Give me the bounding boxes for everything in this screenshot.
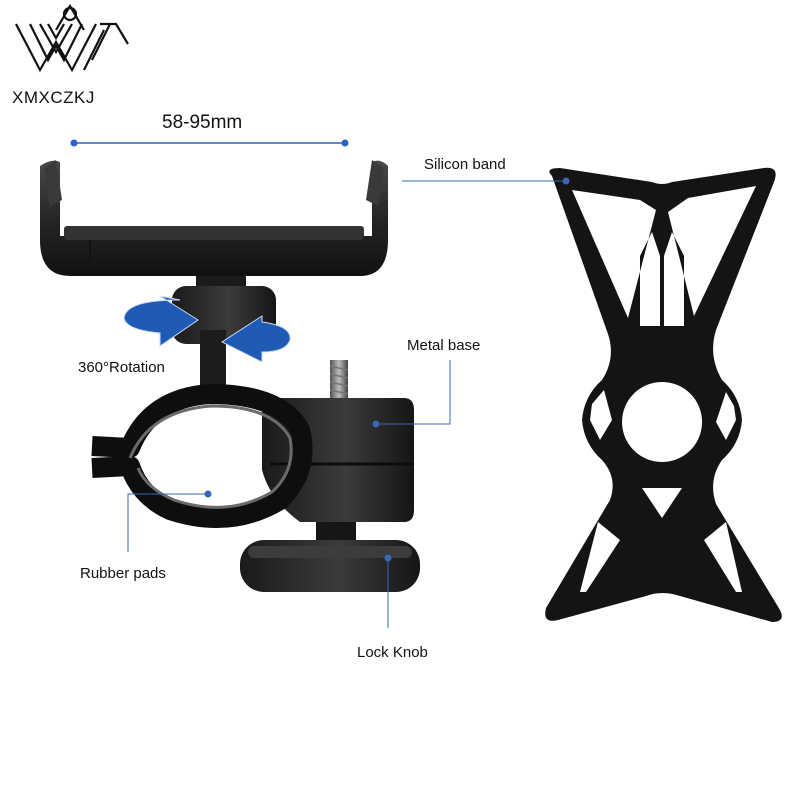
brand-logo-icon: [15, 3, 129, 73]
lock-knob: [240, 522, 420, 592]
brand-name: XMXCZKJ: [12, 88, 95, 107]
lock-knob-label: Lock Knob: [357, 644, 428, 661]
width-dimension-line: [70, 139, 349, 147]
phone-clamp: [40, 160, 388, 276]
callout-lines: [127, 177, 570, 628]
rotation-label: 360°Rotation: [78, 359, 165, 376]
handlebar-clamp: [91, 384, 313, 528]
rubber-pads-label: Rubber pads: [80, 565, 166, 582]
width-range-label: 58-95mm: [162, 112, 243, 133]
silicon-band: [545, 167, 782, 622]
metal-base-label: Metal base: [407, 337, 481, 354]
rotation-arrows-icon: [123, 295, 291, 363]
silicon-band-label: Silicon band: [424, 156, 506, 173]
